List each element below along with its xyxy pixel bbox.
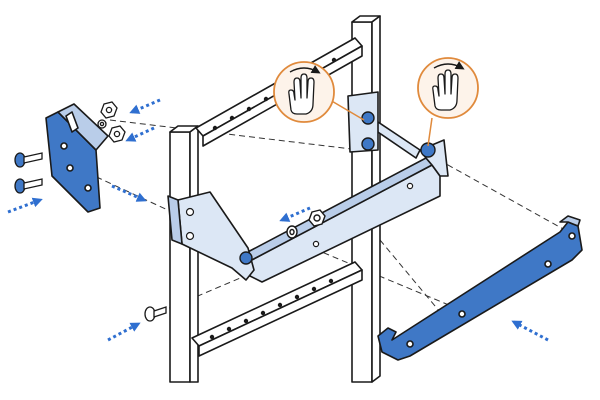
hand-tighten-callout-left [273, 61, 365, 123]
plate-arrow [111, 184, 147, 202]
nut-insert-arrow [279, 206, 311, 222]
hand-tighten-icon [288, 73, 315, 115]
u-bracket-holes [185, 182, 414, 248]
front-bolt-arrow [107, 322, 141, 342]
hex-nuts [97, 101, 126, 143]
bolt-arrow-left [7, 197, 43, 214]
end-bracket [377, 215, 583, 361]
rotation-arrow-icon [289, 65, 321, 74]
hand-tighten-callout-right [417, 57, 479, 147]
nut-arrow-top [129, 98, 161, 114]
front-bolt [144, 306, 167, 322]
washer-and-nut [286, 209, 326, 239]
carriage-bolts [14, 152, 43, 194]
nut-arrow-mid [125, 126, 155, 142]
hand-tighten-icon [432, 69, 459, 111]
rotation-arrow-icon [433, 61, 465, 70]
end-bracket-arrow [511, 320, 549, 342]
side-mounting-plate [45, 103, 109, 213]
